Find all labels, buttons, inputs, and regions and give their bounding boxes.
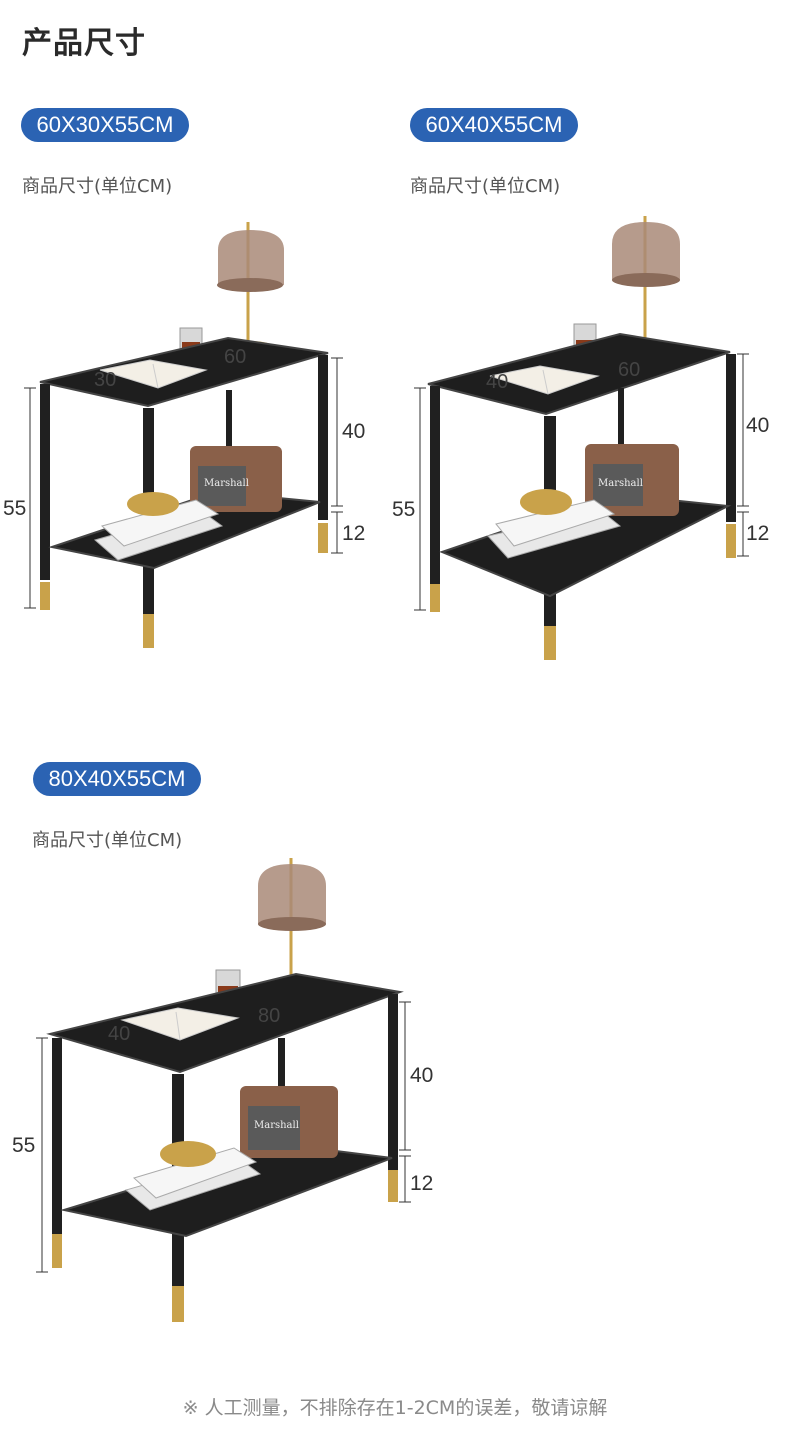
book-icon: [120, 1007, 240, 1041]
page-title: 产品尺寸: [22, 26, 146, 61]
svg-text:40: 40: [342, 420, 365, 443]
unit-caption-2: 商品尺寸(单位CM): [410, 176, 561, 197]
size-badge-2: 60X40X55CM: [410, 108, 578, 142]
svg-text:40: 40: [746, 414, 769, 437]
product-illustration-3: 40 80 Marshall 55 40 12: [0, 852, 460, 1332]
svg-text:40: 40: [486, 371, 508, 393]
svg-text:40: 40: [108, 1023, 130, 1045]
svg-text:60: 60: [224, 346, 246, 368]
bowl-icon: [520, 489, 572, 515]
unit-caption-3: 商品尺寸(单位CM): [32, 830, 183, 851]
size-badge-1: 60X30X55CM: [21, 108, 189, 142]
svg-text:55: 55: [392, 498, 415, 521]
svg-text:60: 60: [618, 359, 640, 381]
book-icon: [489, 365, 600, 395]
size-badge-3: 80X40X55CM: [33, 762, 201, 796]
book-icon: [99, 359, 208, 389]
svg-text:55: 55: [12, 1134, 35, 1157]
svg-text:40: 40: [410, 1064, 433, 1087]
bowl-icon: [127, 492, 179, 516]
product-illustration-2: 40 60 Marshall 55 40 12: [390, 206, 790, 666]
svg-text:Marshall: Marshall: [204, 478, 249, 489]
svg-text:55: 55: [3, 497, 26, 520]
svg-text:12: 12: [410, 1172, 433, 1195]
svg-text:Marshall: Marshall: [254, 1120, 299, 1131]
svg-text:12: 12: [342, 522, 365, 545]
svg-text:30: 30: [94, 369, 116, 391]
svg-text:12: 12: [746, 522, 769, 545]
bowl-icon: [160, 1141, 216, 1167]
footer-note: ※ 人工测量，不排除存在1-2CM的误差，敬请谅解: [182, 1397, 608, 1419]
unit-caption-1: 商品尺寸(单位CM): [22, 176, 173, 197]
svg-text:Marshall: Marshall: [598, 478, 643, 489]
svg-text:80: 80: [258, 1005, 280, 1027]
product-illustration-1: 30 60 Marshall 55 40 12: [0, 210, 380, 660]
